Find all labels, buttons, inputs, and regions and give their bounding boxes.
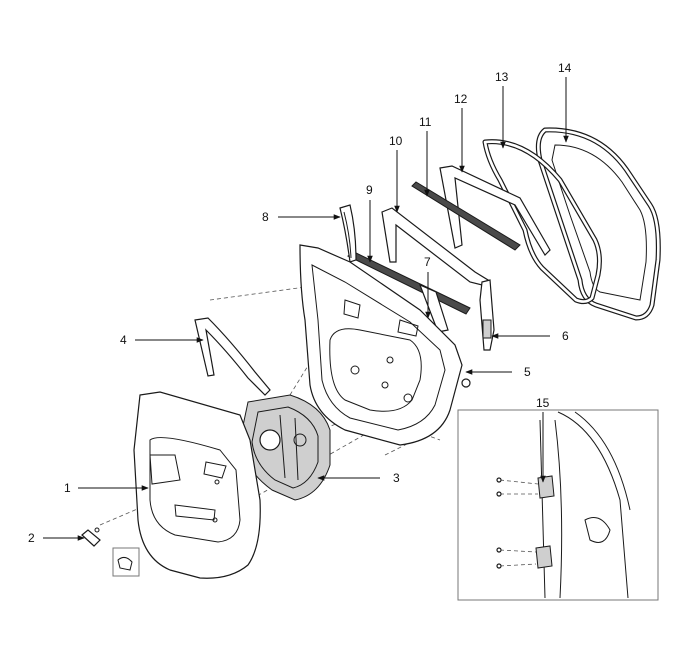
part-14-door-weatherstrip	[535, 127, 661, 321]
callout-14: 14	[558, 61, 572, 75]
callout-13: 13	[495, 70, 509, 84]
callout-1: 1	[64, 481, 71, 495]
callout-2: 2	[28, 531, 35, 545]
part-2-switch-cover	[81, 527, 101, 547]
part-8-pillar-garnish	[339, 204, 357, 263]
callout-4: 4	[120, 333, 127, 347]
callout-6: 6	[562, 329, 569, 343]
part-10-delta-moulding	[381, 207, 490, 286]
callout-10: 10	[389, 134, 403, 148]
callout-11: 11	[419, 115, 432, 129]
part-12-glass-run-channel	[439, 165, 551, 256]
callout-3: 3	[393, 471, 400, 485]
part-6-latch-bracket	[479, 279, 495, 351]
hinge-detail-inset	[457, 409, 659, 601]
callout-7: 7	[424, 255, 431, 269]
callout-labels: 1 2 3 4 5 6 7 8 9 10 11 12 13 14 15	[28, 61, 572, 545]
part-13-door-opening-seal	[482, 139, 602, 305]
part-5-door-inner-panel	[299, 244, 471, 446]
part-1-door-trim-panel	[133, 391, 261, 579]
part-3-door-module-panel	[239, 394, 331, 501]
callout-12: 12	[454, 92, 468, 106]
part-11-belt-moulding	[411, 181, 521, 251]
part-7-rear-channel	[418, 283, 449, 333]
callout-5: 5	[524, 365, 531, 379]
handle-clip-detail	[112, 547, 140, 577]
callout-8: 8	[262, 210, 269, 224]
callout-9: 9	[366, 183, 373, 197]
leader-lines	[43, 77, 569, 541]
part-4-door-frame-trim	[194, 317, 271, 396]
callout-15: 15	[536, 396, 550, 410]
